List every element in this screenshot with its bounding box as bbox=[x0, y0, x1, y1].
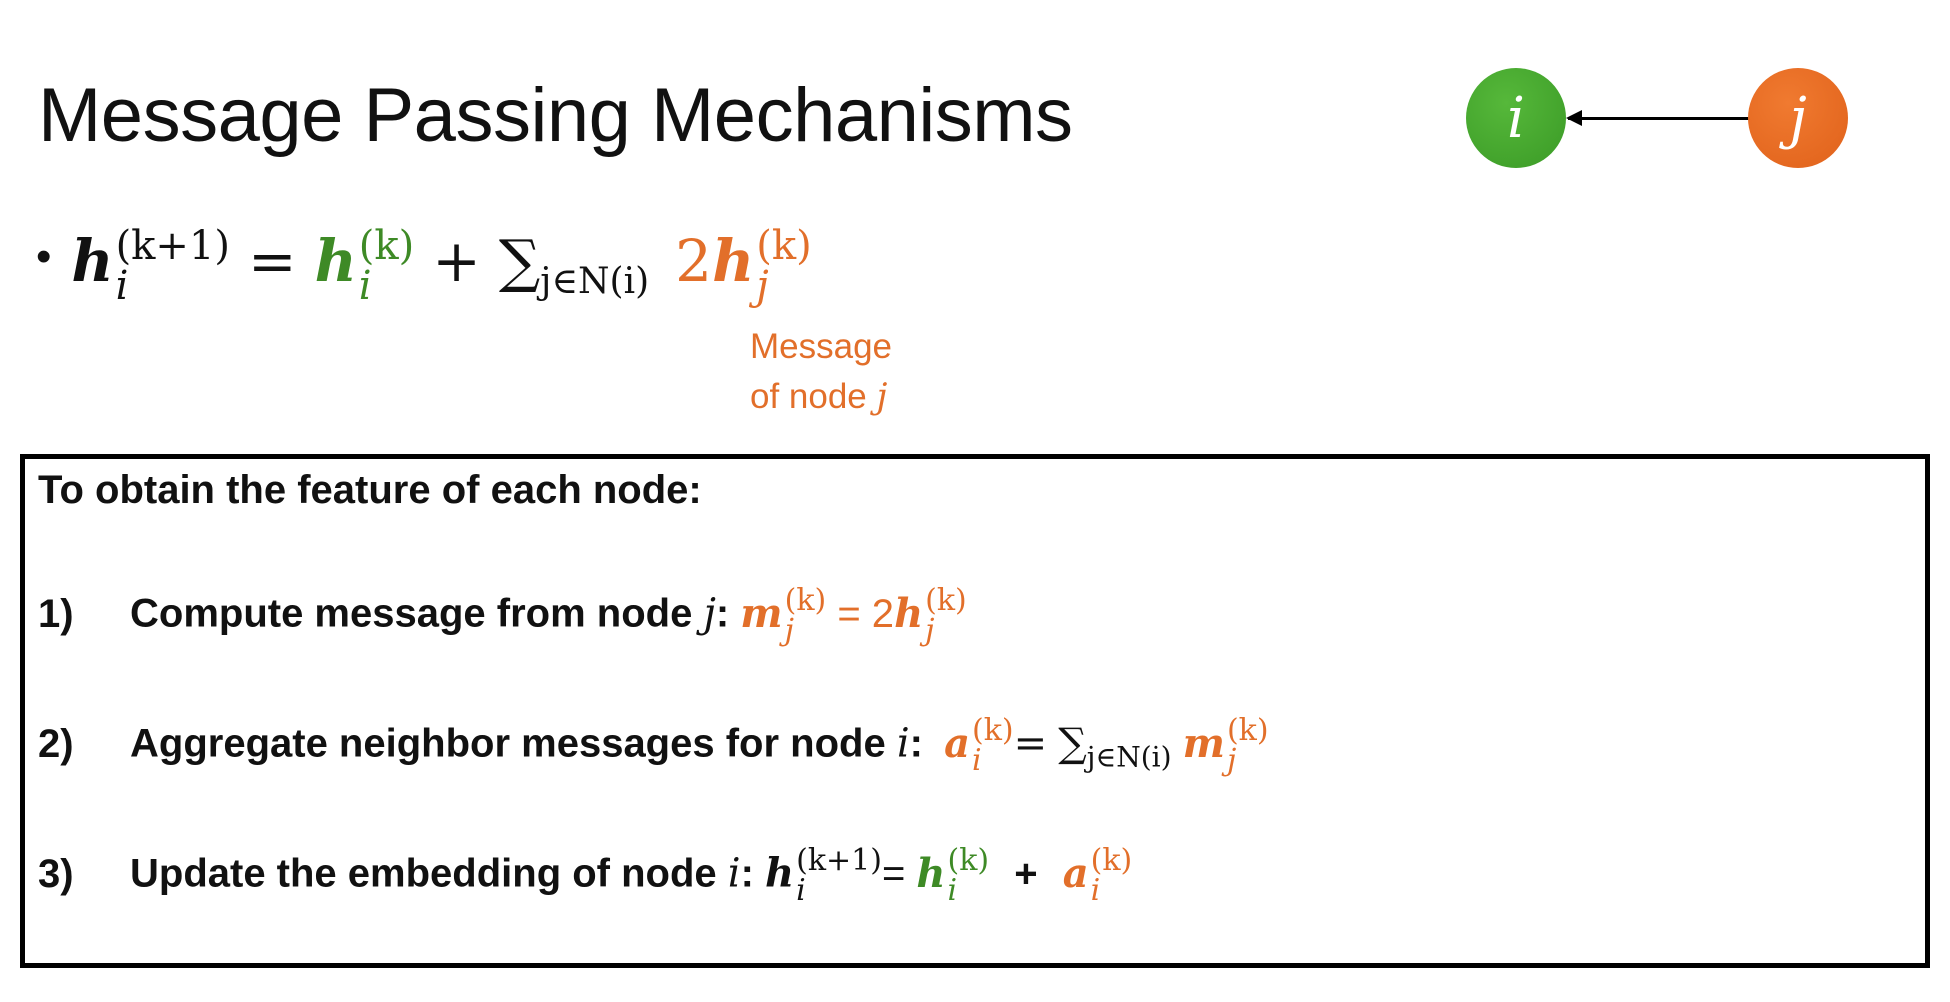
step-2: 2) Aggregate neighbor messages for node i… bbox=[38, 716, 1269, 776]
m-symbol: m bbox=[1182, 719, 1225, 767]
h2-sup: (k) bbox=[947, 843, 990, 878]
graph-diagram: i j bbox=[1460, 68, 1860, 178]
self-symbol: h bbox=[314, 227, 357, 296]
msg-symbol: h bbox=[712, 227, 755, 296]
m-symbol: m bbox=[740, 589, 783, 637]
step-number: 1) bbox=[38, 591, 74, 636]
sum-sub: j∈N(i) bbox=[1086, 740, 1172, 774]
msg-coef: 2 bbox=[675, 227, 713, 296]
step-1: 1)Compute message from node j: m(k)j = 2… bbox=[38, 586, 967, 646]
step-number: 3) bbox=[38, 851, 74, 896]
step-colon: : bbox=[909, 721, 923, 766]
m-sup: (k) bbox=[784, 583, 827, 618]
step-var: i bbox=[727, 850, 741, 897]
m-sub: j bbox=[1226, 743, 1237, 778]
self-scripts: (k)i bbox=[359, 226, 414, 306]
box-heading: To obtain the feature of each node: bbox=[38, 468, 702, 512]
equals-two: = 2 bbox=[826, 591, 895, 636]
step-colon: : bbox=[715, 591, 730, 636]
a-sub: i bbox=[1090, 873, 1101, 908]
step-3: 3)Update the embedding of node i: h(k+1)… bbox=[38, 846, 1132, 906]
h-symbol: h bbox=[765, 849, 795, 897]
sum-symbol: ∑ bbox=[498, 227, 541, 296]
h-sup: (k) bbox=[925, 583, 967, 618]
sum-symbol: ∑ bbox=[1058, 720, 1087, 767]
slide-title: Message Passing Mechanisms bbox=[38, 73, 1073, 158]
annotation-line2-var: j bbox=[876, 377, 888, 417]
steps-box bbox=[20, 454, 1930, 968]
a-sup: (k) bbox=[972, 713, 1014, 748]
edge-line bbox=[1568, 117, 1750, 120]
annotation-line2-text: of node bbox=[750, 377, 877, 416]
step-colon: : bbox=[740, 851, 754, 896]
a-sup: (k) bbox=[1090, 843, 1133, 878]
self-sup: (k) bbox=[358, 223, 415, 269]
equals-sign: = bbox=[881, 851, 906, 896]
step-text: Update the embedding of node bbox=[130, 851, 728, 896]
equals-sign: = bbox=[248, 227, 297, 296]
sum-sub: j∈N(i) bbox=[540, 261, 650, 303]
a-symbol: a bbox=[1062, 849, 1089, 897]
h2-sub: i bbox=[947, 873, 958, 908]
h2-symbol: h bbox=[916, 849, 946, 897]
main-equation: •h(k+1)i=h(k)i+∑j∈N(i)2h(k)j bbox=[36, 226, 812, 306]
arrow-head-icon bbox=[1566, 110, 1582, 126]
self-sub: i bbox=[358, 263, 372, 309]
m-sup: (k) bbox=[1226, 713, 1269, 748]
annotation-line1: Message bbox=[750, 327, 893, 366]
msg-sup: (k) bbox=[756, 223, 812, 269]
step-text: Compute message from node bbox=[130, 591, 704, 636]
msg-sub: j bbox=[756, 263, 769, 309]
step-var: j bbox=[703, 590, 716, 637]
step-text: Aggregate neighbor messages for node bbox=[130, 721, 897, 766]
m-sub: j bbox=[784, 613, 794, 648]
lhs-sub: i bbox=[115, 263, 129, 309]
plus-sign: + bbox=[1014, 851, 1038, 896]
node-j: j bbox=[1748, 68, 1848, 168]
lhs-symbol: h bbox=[71, 227, 114, 296]
msg-scripts: (k)j bbox=[756, 226, 811, 306]
annotation-line2: of node j bbox=[750, 372, 892, 422]
a-symbol: a bbox=[944, 719, 970, 767]
step-var: i bbox=[896, 720, 910, 767]
h-sup: (k+1) bbox=[796, 843, 882, 878]
message-annotation: Message of node j bbox=[750, 322, 892, 422]
node-i: i bbox=[1466, 68, 1566, 168]
equals-sign: = bbox=[1013, 720, 1048, 767]
h-sub: i bbox=[796, 873, 806, 908]
lhs-sup: (k+1) bbox=[115, 223, 230, 269]
lhs-scripts: (k+1)i bbox=[116, 226, 230, 306]
step-number: 2) bbox=[38, 721, 74, 766]
bullet-icon: • bbox=[36, 232, 52, 282]
h-sub: j bbox=[925, 613, 935, 648]
plus-sign: + bbox=[432, 227, 481, 296]
h-symbol: h bbox=[894, 589, 924, 637]
a-sub: i bbox=[972, 743, 982, 778]
